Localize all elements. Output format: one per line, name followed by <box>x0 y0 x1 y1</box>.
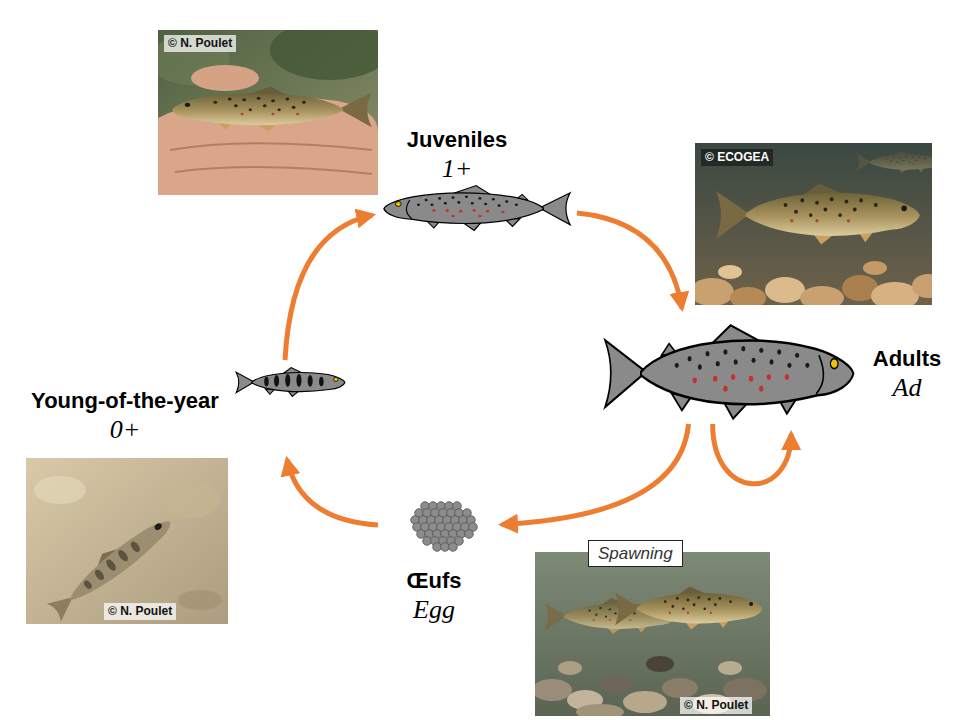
photo-credit: © N. Poulet <box>104 603 176 620</box>
juvenile-fish <box>384 186 570 231</box>
stage-name: Young-of-the-year <box>20 388 230 414</box>
egg-cluster <box>411 502 478 552</box>
stage-code: Egg <box>378 594 490 625</box>
stage-text: AdultsAd <box>860 346 954 403</box>
stage-code: 1+ <box>382 153 532 184</box>
life-stage: ŒufsEgg <box>378 496 492 628</box>
cycle-arrow <box>577 213 682 308</box>
stage-code: Ad <box>860 372 954 403</box>
young-of-the-year-photo <box>26 458 228 624</box>
cycle-arrow <box>713 424 791 484</box>
stage-name: Juveniles <box>382 127 532 153</box>
adult-fish <box>605 325 853 418</box>
stage-name: Adults <box>860 346 954 372</box>
life-stage: Juveniles1+ <box>382 125 577 233</box>
stage-text: Juveniles1+ <box>382 127 532 184</box>
photo-credit: © N. Poulet <box>164 35 236 52</box>
photo-credit: © ECOGEA <box>701 149 773 166</box>
life-stage: AdultsAd <box>596 318 956 424</box>
cycle-arrow <box>285 215 372 360</box>
photo-caption: Spawning <box>598 543 673 564</box>
cycle-arrow <box>502 424 689 525</box>
stage-text: ŒufsEgg <box>378 568 490 625</box>
spawning-photo <box>535 552 770 716</box>
stage-text: Young-of-the-year0+ <box>20 388 230 445</box>
life-stage: Young-of-the-year0+ <box>20 360 350 450</box>
stage-code: 0+ <box>20 414 230 445</box>
young-fish <box>236 368 345 397</box>
juvenile-photo <box>158 30 378 195</box>
photo-caption-box: Spawning <box>588 540 683 567</box>
adult-photo <box>695 143 932 305</box>
cycle-arrow <box>287 460 378 525</box>
photo-credit: © N. Poulet <box>680 697 752 714</box>
stage-name: Œufs <box>378 568 490 594</box>
